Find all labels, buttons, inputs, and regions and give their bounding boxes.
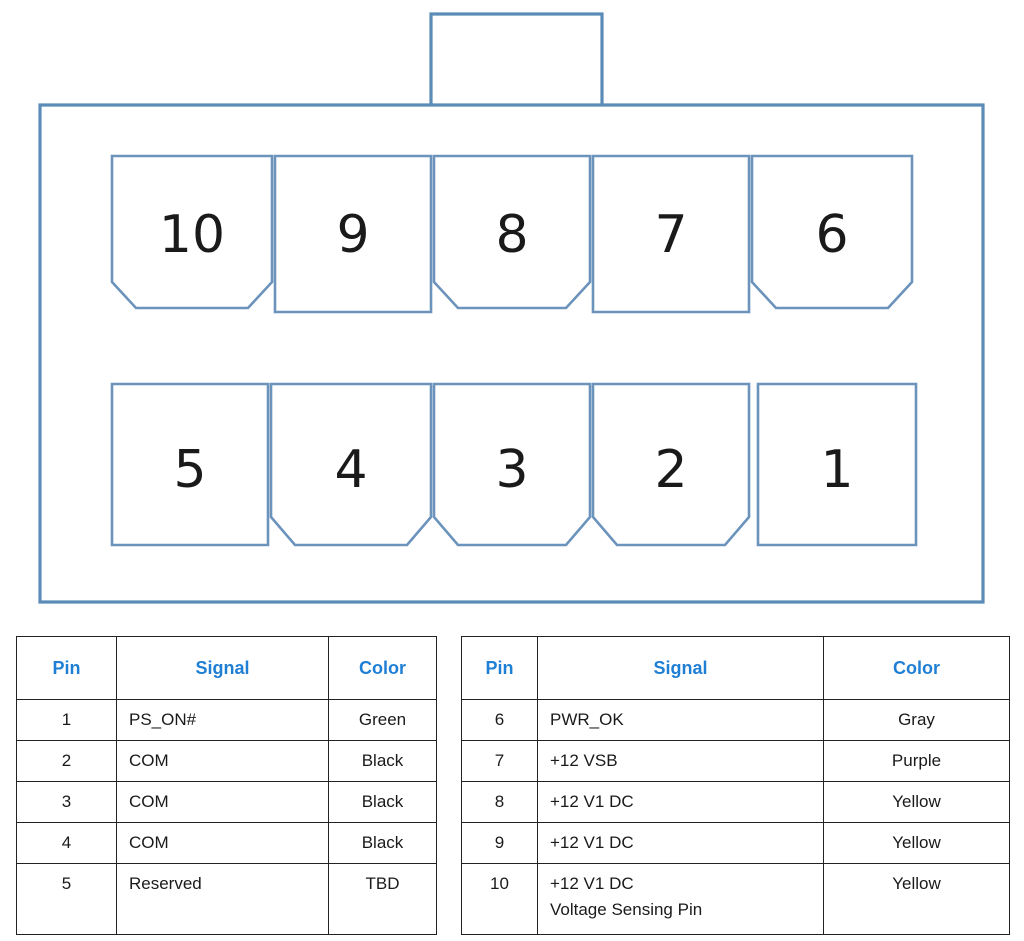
- pin-cavity-2: [591, 382, 751, 547]
- cell-color: Yellow: [823, 822, 1010, 864]
- pin-number-9: 9: [336, 205, 369, 265]
- cell-pin: 9: [461, 822, 538, 864]
- table-row: 5 Reserved TBD: [16, 863, 437, 935]
- latch-tab: [429, 12, 604, 105]
- pin-number-3: 3: [495, 440, 528, 500]
- cell-pin: 6: [461, 699, 538, 741]
- cell-pin: 2: [16, 740, 117, 782]
- table-row: 2 COM Black: [16, 740, 437, 782]
- cell-color: TBD: [328, 863, 437, 935]
- pinout-table-right: Pin Signal Color 6 PWR_OK Gray 7 +12 VSB…: [461, 636, 1010, 935]
- cell-signal: COM: [116, 740, 329, 782]
- pin-number-2: 2: [654, 440, 687, 500]
- cell-signal-line1: +12 V1 DC: [550, 874, 634, 893]
- cell-signal: +12 VSB: [537, 740, 824, 782]
- cell-signal: PWR_OK: [537, 699, 824, 741]
- pin-number-10: 10: [159, 205, 225, 265]
- cell-signal: Reserved: [116, 863, 329, 935]
- connector-housing: [38, 103, 985, 604]
- cell-color: Black: [328, 822, 437, 864]
- pin-cavity-7: [591, 154, 751, 314]
- cell-color: Purple: [823, 740, 1010, 782]
- cell-signal: +12 V1 DC: [537, 822, 824, 864]
- pin-cavity-10: [110, 154, 274, 310]
- cell-pin: 4: [16, 822, 117, 864]
- cell-signal: +12 V1 DC: [537, 781, 824, 823]
- cell-pin: 8: [461, 781, 538, 823]
- pin-number-6: 6: [815, 205, 848, 265]
- cell-color: Gray: [823, 699, 1010, 741]
- connector-diagram: 10 9 8 7 6 5 4 3 2 1: [38, 12, 985, 604]
- pin-number-4: 4: [334, 440, 367, 500]
- cell-pin: 1: [16, 699, 117, 741]
- pinout-tables: Pin Signal Color 1 PS_ON# Green 2 COM Bl…: [0, 636, 1024, 941]
- table-row: 8 +12 V1 DC Yellow: [461, 781, 1010, 823]
- cell-color: Green: [328, 699, 437, 741]
- table-row: 4 COM Black: [16, 822, 437, 864]
- pin-number-1: 1: [820, 440, 853, 500]
- pin-cavity-3: [432, 382, 592, 547]
- pin-cavity-5: [110, 382, 270, 547]
- table-row: 3 COM Black: [16, 781, 437, 823]
- cell-signal: PS_ON#: [116, 699, 329, 741]
- pin-cavity-9: [273, 154, 433, 314]
- table-row: 7 +12 VSB Purple: [461, 740, 1010, 782]
- table-row: 9 +12 V1 DC Yellow: [461, 822, 1010, 864]
- cell-color: Black: [328, 740, 437, 782]
- cell-pin: 3: [16, 781, 117, 823]
- table-row: 6 PWR_OK Gray: [461, 699, 1010, 741]
- cell-pin: 5: [16, 863, 117, 935]
- cell-pin: 10: [461, 863, 538, 935]
- pin-cavity-1: [756, 382, 918, 547]
- pin-number-5: 5: [173, 440, 206, 500]
- table-header-row: Pin Signal Color: [461, 636, 1010, 700]
- pin-cavity-4: [269, 382, 433, 547]
- pinout-table-left: Pin Signal Color 1 PS_ON# Green 2 COM Bl…: [16, 636, 437, 935]
- cell-color: Yellow: [823, 781, 1010, 823]
- cell-color: Black: [328, 781, 437, 823]
- table-header-row: Pin Signal Color: [16, 636, 437, 700]
- table-row: 10 +12 V1 DC Voltage Sensing Pin Yellow: [461, 863, 1010, 935]
- column-header-signal: Signal: [537, 636, 824, 700]
- column-header-pin: Pin: [16, 636, 117, 700]
- column-header-color: Color: [823, 636, 1010, 700]
- pin-number-7: 7: [654, 205, 687, 265]
- cell-signal-line2: Voltage Sensing Pin: [550, 900, 703, 919]
- cell-pin: 7: [461, 740, 538, 782]
- pin-cavity-6: [750, 154, 914, 310]
- cell-color: Yellow: [823, 863, 1010, 935]
- pin-cavity-8: [432, 154, 592, 310]
- cell-signal: +12 V1 DC Voltage Sensing Pin: [537, 863, 824, 935]
- pin-number-8: 8: [495, 205, 528, 265]
- cell-signal: COM: [116, 822, 329, 864]
- column-header-signal: Signal: [116, 636, 329, 700]
- column-header-color: Color: [328, 636, 437, 700]
- column-header-pin: Pin: [461, 636, 538, 700]
- cell-signal: COM: [116, 781, 329, 823]
- table-row: 1 PS_ON# Green: [16, 699, 437, 741]
